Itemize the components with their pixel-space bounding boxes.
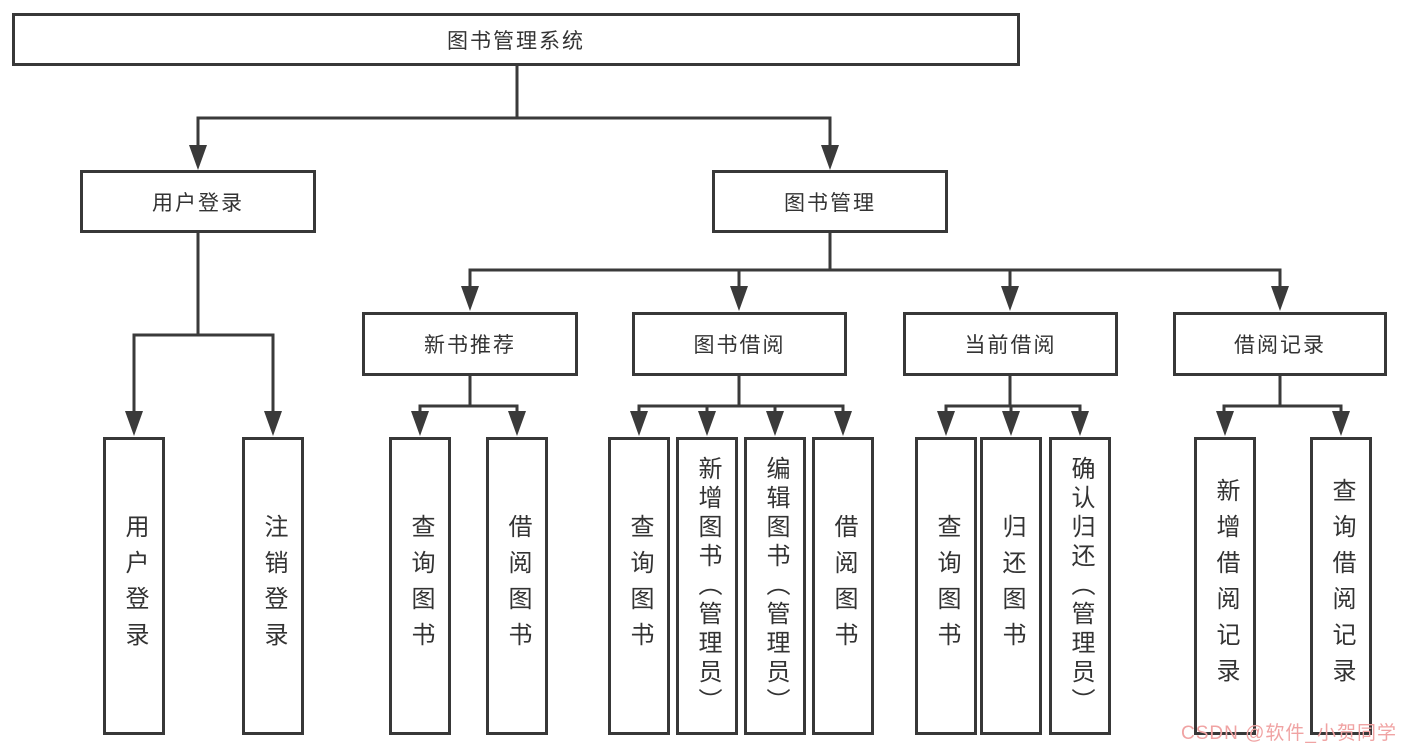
connector-newbook-to-leaves xyxy=(418,376,519,413)
leaf-label: 借阅图书 xyxy=(830,514,857,658)
leaf-label: 编辑图书（管理员） xyxy=(762,455,789,717)
connector-records-to-leaves xyxy=(1222,376,1343,413)
leaf-label: 查询图书 xyxy=(626,514,653,658)
leaf-borrow-books-recommend: 借阅图书 xyxy=(486,437,548,735)
leaf-label: 查询图书 xyxy=(407,514,434,658)
connector-root-to-level2 xyxy=(196,64,832,147)
connector-bookmgmt-to-groups xyxy=(468,233,1282,288)
leaf-query-books-borrow: 查询图书 xyxy=(608,437,670,735)
leaf-label: 新增借阅记录 xyxy=(1212,478,1239,694)
connector-bookborrow-to-leaves xyxy=(637,376,845,413)
node-book-borrow: 图书借阅 xyxy=(632,312,847,376)
node-book-management: 图书管理 xyxy=(712,170,948,233)
leaf-query-books-current: 查询图书 xyxy=(915,437,977,735)
leaf-add-borrow-record: 新增借阅记录 xyxy=(1194,437,1256,735)
leaf-label: 归还图书 xyxy=(998,514,1025,658)
leaf-label: 查询借阅记录 xyxy=(1328,478,1355,694)
node-borrow-records: 借阅记录 xyxy=(1173,312,1387,376)
leaf-borrow-books: 借阅图书 xyxy=(812,437,874,735)
leaf-query-books-recommend: 查询图书 xyxy=(389,437,451,735)
leaf-label: 用户登录 xyxy=(121,514,148,658)
node-root-system: 图书管理系统 xyxy=(12,13,1020,66)
leaf-return-books: 归还图书 xyxy=(980,437,1042,735)
node-user-login: 用户登录 xyxy=(80,170,316,233)
leaf-edit-books-admin: 编辑图书（管理员） xyxy=(744,437,806,735)
connector-userlogin-to-leaves xyxy=(132,233,275,414)
leaf-add-books-admin: 新增图书（管理员） xyxy=(676,437,738,735)
leaf-user-login: 用户登录 xyxy=(103,437,165,735)
leaf-label: 确认归还（管理员） xyxy=(1067,455,1094,717)
node-new-book-recommend: 新书推荐 xyxy=(362,312,578,376)
connector-currentborrow-to-leaves xyxy=(944,376,1082,413)
leaf-label: 注销登录 xyxy=(260,514,287,658)
leaf-label: 查询图书 xyxy=(933,514,960,658)
node-current-borrow: 当前借阅 xyxy=(903,312,1118,376)
leaf-label: 借阅图书 xyxy=(504,514,531,658)
leaf-confirm-return-admin: 确认归还（管理员） xyxy=(1049,437,1111,735)
leaf-label: 新增图书（管理员） xyxy=(694,455,721,717)
leaf-logout: 注销登录 xyxy=(242,437,304,735)
leaf-query-borrow-record: 查询借阅记录 xyxy=(1310,437,1372,735)
